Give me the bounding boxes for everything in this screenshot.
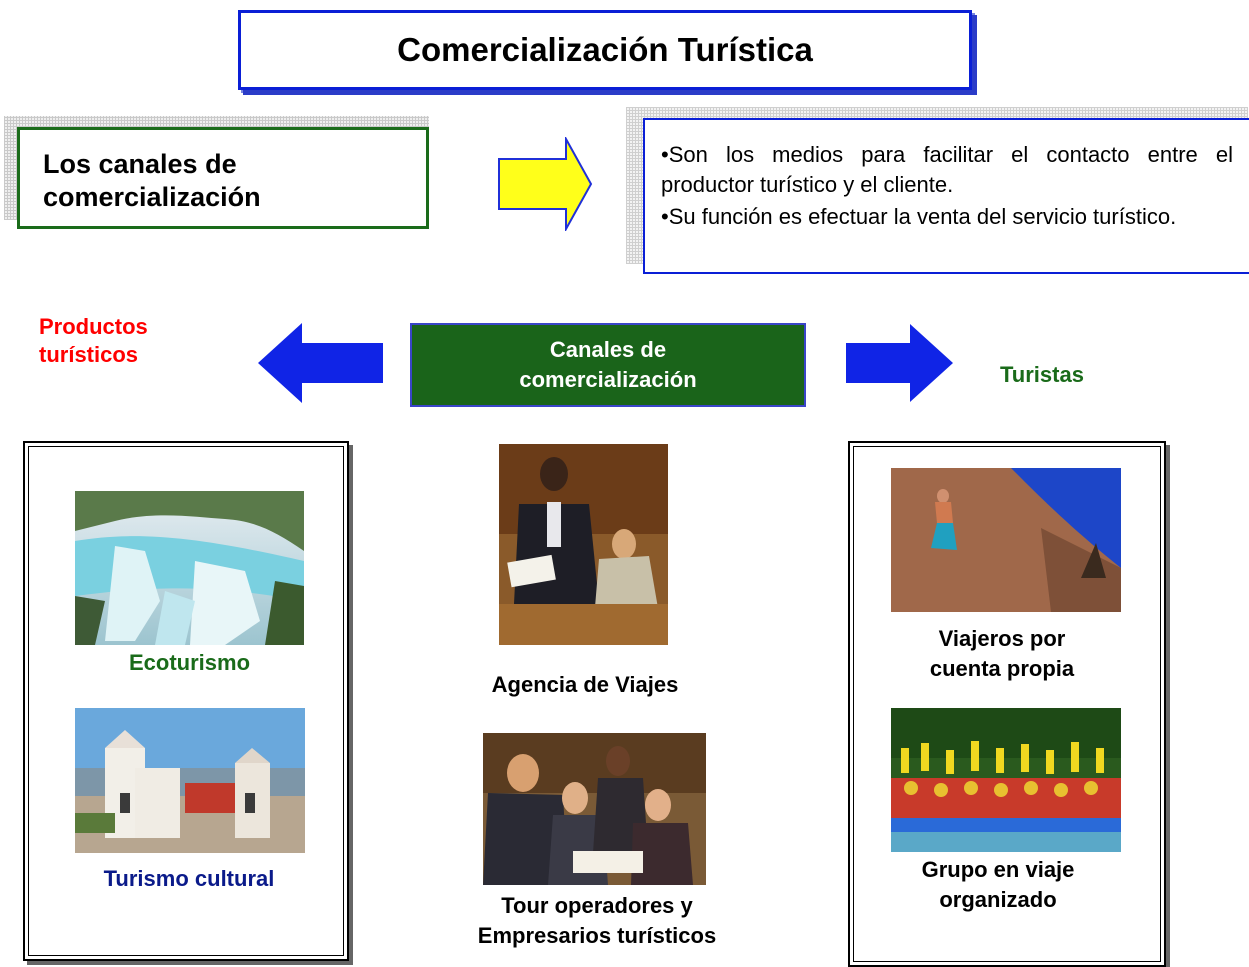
tour-operadores-caption: Tour operadores y Empresarios turísticos	[447, 891, 747, 951]
yellow-arrow-icon	[498, 137, 593, 231]
canales-label-line1: Los canales de	[43, 149, 237, 179]
canales-center-box: Canales de comercialización	[410, 323, 806, 407]
business-group-photo	[483, 733, 706, 885]
canales-center-line1: Canales de	[549, 337, 667, 362]
office-meeting-photo	[499, 444, 668, 645]
rafting-photo	[891, 708, 1121, 852]
canales-label-box: Los canales de comercialización	[17, 127, 429, 229]
grupo-caption-line1: Grupo en viaje	[921, 857, 1075, 882]
productos-label-line2: turísticos	[39, 342, 139, 367]
church-photo	[75, 708, 305, 853]
viajeros-caption-line2: cuenta propia	[929, 656, 1075, 681]
definition-item: •Su función es efectuar la venta del ser…	[661, 204, 1177, 229]
productos-label-line1: Productos	[39, 314, 148, 339]
turismo-cultural-caption: Turismo cultural	[103, 866, 275, 891]
page-title: Comercialización Turística	[397, 31, 813, 68]
grupo-caption: Grupo en viaje organizado	[878, 855, 1118, 915]
tour-operadores-caption-line2: Empresarios turísticos	[477, 923, 717, 948]
turistas-label: Turistas	[1000, 362, 1084, 387]
title-box: Comercialización Turística	[238, 10, 972, 90]
productos-label: Productos turísticos	[39, 313, 148, 369]
definition-item: •Son los medios para facilitar el contac…	[661, 142, 1233, 197]
right-arrow-icon	[846, 324, 953, 402]
tour-operadores-caption-line1: Tour operadores y	[501, 893, 693, 918]
viajeros-caption-line1: Viajeros por	[938, 626, 1066, 651]
canales-center-line2: comercialización	[519, 367, 697, 392]
grupo-caption-line2: organizado	[939, 887, 1057, 912]
waterfall-photo	[75, 491, 304, 645]
canales-label-line2: comercialización	[43, 182, 261, 212]
climber-photo	[891, 468, 1121, 612]
left-arrow-icon	[258, 323, 383, 403]
definition-box: •Son los medios para facilitar el contac…	[643, 118, 1249, 274]
viajeros-caption: Viajeros por cuenta propia	[891, 624, 1113, 684]
ecoturismo-caption: Ecoturismo	[128, 650, 251, 675]
agencia-caption: Agencia de Viajes	[491, 672, 679, 697]
